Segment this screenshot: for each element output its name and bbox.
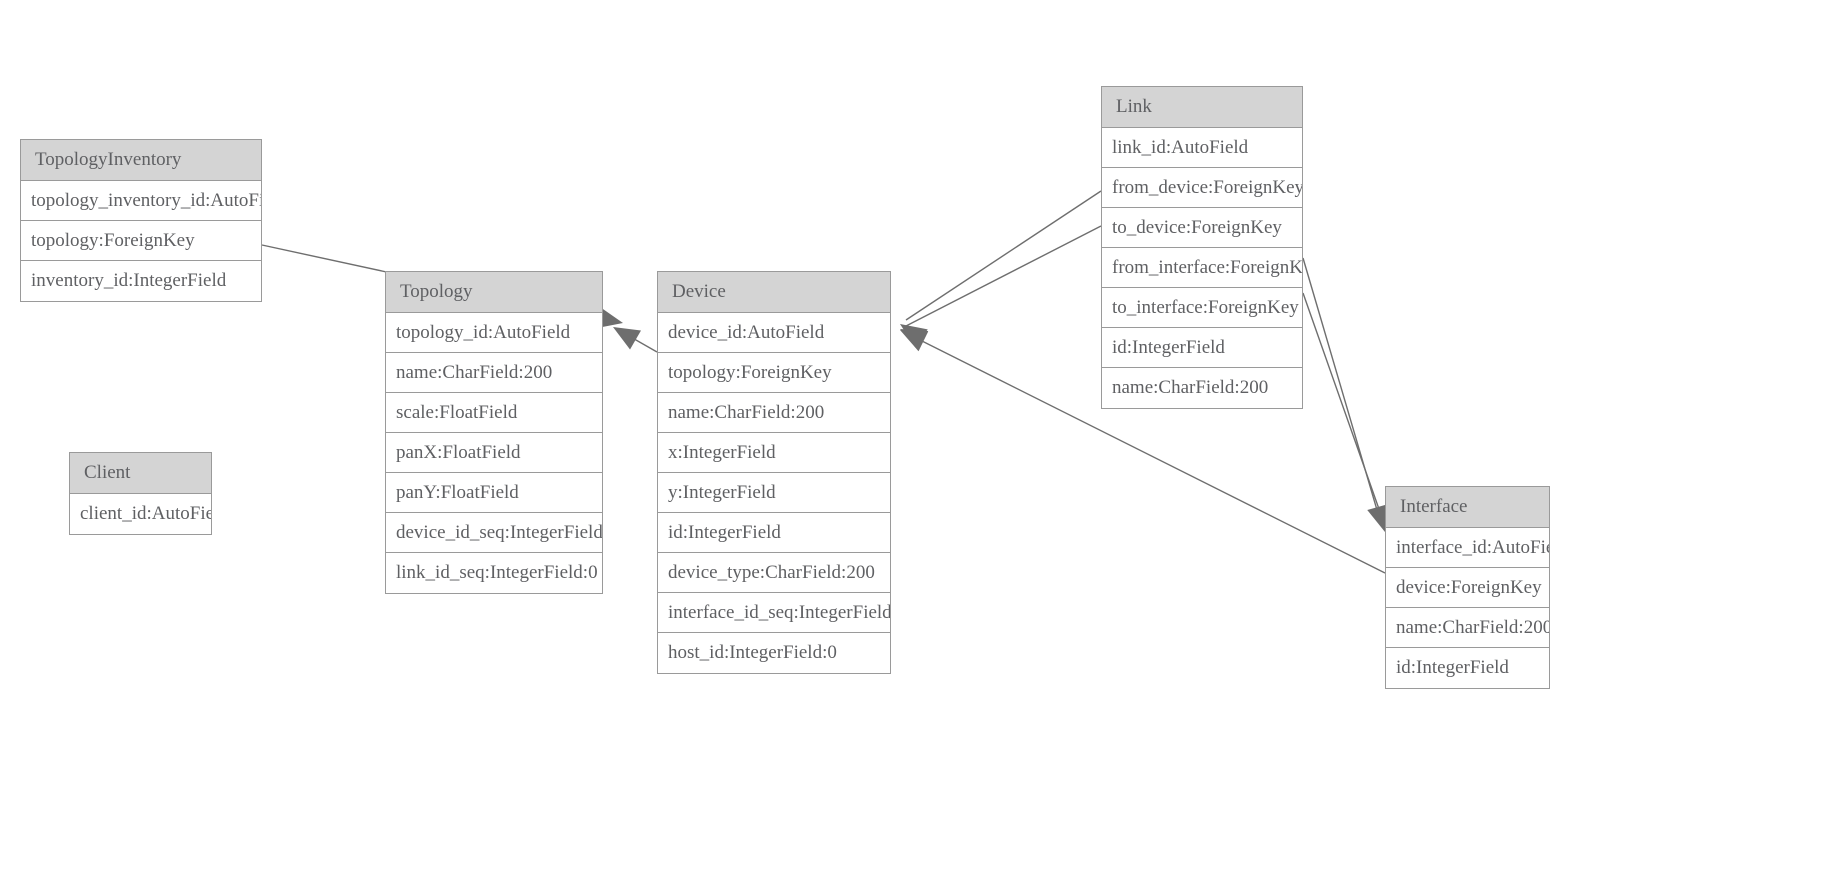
field-row[interactable]: device_type:CharField:200 <box>658 553 890 593</box>
field-row[interactable]: topology_inventory_id:AutoField <box>21 181 261 221</box>
field-row[interactable]: interface_id_seq:IntegerField:0 <box>658 593 890 633</box>
field-row[interactable]: y:IntegerField <box>658 473 890 513</box>
entity-fields-interface: interface_id:AutoFielddevice:ForeignKeyn… <box>1386 528 1549 688</box>
relation-line <box>1302 292 1387 530</box>
field-row[interactable]: device_id_seq:IntegerField:0 <box>386 513 602 553</box>
relation-link-from-device <box>900 190 1102 348</box>
entity-title-topology_inventory: TopologyInventory <box>21 140 261 181</box>
entity-title-topology: Topology <box>386 272 602 313</box>
relation-line <box>905 225 1102 327</box>
field-row[interactable]: to_interface:ForeignKey <box>1102 288 1302 328</box>
field-row[interactable]: x:IntegerField <box>658 433 890 473</box>
field-row[interactable]: panX:FloatField <box>386 433 602 473</box>
field-row[interactable]: id:IntegerField <box>658 513 890 553</box>
field-row[interactable]: topology:ForeignKey <box>21 221 261 261</box>
field-row[interactable]: topology:ForeignKey <box>658 353 890 393</box>
entity-title-device: Device <box>658 272 890 313</box>
relation-device-topology <box>613 327 658 353</box>
relation-line <box>905 190 1102 321</box>
relation-arrowhead <box>900 330 929 352</box>
field-row[interactable]: name:CharField:200 <box>386 353 602 393</box>
relation-line <box>1302 257 1383 528</box>
field-row[interactable]: link_id:AutoField <box>1102 128 1302 168</box>
field-row[interactable]: host_id:IntegerField:0 <box>668 642 837 663</box>
field-row[interactable]: device:ForeignKey <box>1386 568 1549 608</box>
field-row[interactable]: scale:FloatField <box>386 393 602 433</box>
field-row[interactable]: from_device:ForeignKey <box>1102 168 1302 208</box>
field-row[interactable]: client_id:AutoField <box>80 503 211 524</box>
entity-fields-client: client_id:AutoField <box>70 494 211 534</box>
relation-link-from-interface <box>1302 257 1389 532</box>
field-row[interactable]: to_device:ForeignKey <box>1102 208 1302 248</box>
entity-title-interface: Interface <box>1386 487 1549 528</box>
field-row[interactable]: name:CharField:200 <box>658 393 890 433</box>
field-row[interactable]: name:CharField:200 <box>1112 377 1269 398</box>
field-row[interactable]: panY:FloatField <box>386 473 602 513</box>
entity-title-link: Link <box>1102 87 1302 128</box>
relation-arrowhead <box>613 327 642 350</box>
entity-fields-topology_inventory: topology_inventory_id:AutoFieldtopology:… <box>21 181 261 301</box>
relation-arrowhead <box>900 324 928 348</box>
relation-arrowhead <box>900 329 929 351</box>
field-row[interactable]: device_id:AutoField <box>658 313 890 353</box>
field-row[interactable]: inventory_id:IntegerField <box>31 270 227 291</box>
relation-link-to-device <box>900 225 1102 351</box>
relation-line <box>614 327 658 353</box>
field-row[interactable]: name:CharField:200 <box>1386 608 1549 648</box>
entity-interface[interactable]: Interfaceinterface_id:AutoFielddevice:Fo… <box>1385 486 1550 689</box>
entity-client[interactable]: Client client_id:AutoField <box>69 452 212 535</box>
field-row[interactable]: link_id_seq:IntegerField:0 <box>396 562 598 583</box>
field-row[interactable]: from_interface:ForeignKey <box>1102 248 1302 288</box>
field-row[interactable]: topology_id:AutoField <box>386 313 602 353</box>
field-row[interactable]: interface_id:AutoField <box>1386 528 1549 568</box>
entity-title-client: Client <box>70 453 211 494</box>
field-row[interactable]: id:IntegerField <box>1396 657 1509 678</box>
field-row[interactable]: id:IntegerField <box>1102 328 1302 368</box>
